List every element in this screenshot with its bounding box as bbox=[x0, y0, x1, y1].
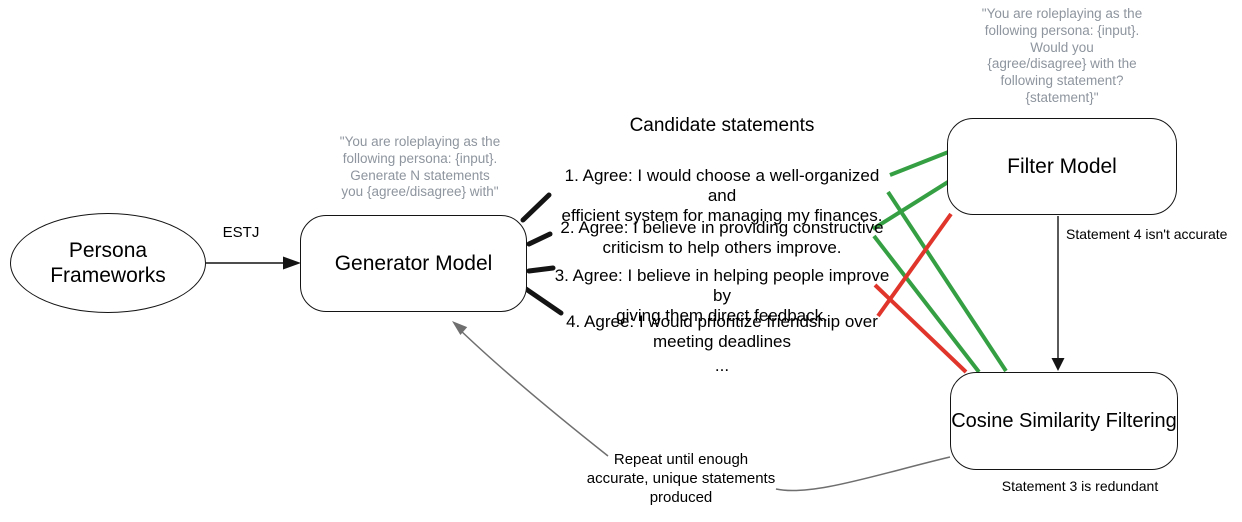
arrowhead-filter-cosine bbox=[1051, 358, 1065, 371]
generator-model-label: Generator Model bbox=[334, 252, 493, 275]
candidate-statements-title: Candidate statements bbox=[629, 115, 815, 136]
statement-2: 2. Agree: I believe in providing constru… bbox=[560, 218, 884, 257]
node-persona-frameworks: Persona Frameworks bbox=[10, 213, 206, 313]
node-generator-model: Generator Model bbox=[300, 215, 527, 312]
statements-ellipsis: ... bbox=[714, 356, 730, 375]
tick-statement-2 bbox=[526, 231, 553, 247]
persona-frameworks-label: Persona Frameworks bbox=[50, 239, 166, 287]
statement-4: 4. Agree: I would prioritize friendship … bbox=[566, 312, 878, 351]
repeat-loop-text: Repeat until enough accurate, unique sta… bbox=[586, 451, 776, 506]
arrowhead-persona-generator bbox=[283, 256, 301, 270]
cosine-note: Statement 3 is redundant bbox=[1001, 478, 1159, 494]
estj-edge-label: ESTJ bbox=[222, 224, 260, 241]
edge-statement1-cosine bbox=[886, 190, 1008, 373]
node-filter-model: Filter Model bbox=[947, 118, 1177, 215]
filter-prompt-text: "You are roleplaying as the following pe… bbox=[981, 6, 1143, 105]
arrowhead-loop-to-generator bbox=[452, 321, 468, 335]
cosine-similarity-label: Cosine Similarity Filtering bbox=[951, 409, 1177, 432]
edge-statement1-filter bbox=[889, 149, 952, 177]
node-cosine-similarity-filtering: Cosine Similarity Filtering bbox=[950, 372, 1178, 470]
tick-statement-3 bbox=[526, 265, 556, 274]
filter-note: Statement 4 isn't accurate bbox=[1066, 226, 1228, 242]
filter-model-label: Filter Model bbox=[1007, 155, 1117, 178]
statement-1: 1. Agree: I would choose a well-organize… bbox=[561, 166, 883, 225]
generator-prompt-text: "You are roleplaying as the following pe… bbox=[339, 134, 501, 200]
edge-cosine-to-loop bbox=[775, 456, 951, 492]
statement-3: 3. Agree: I believe in helping people im… bbox=[554, 266, 890, 325]
